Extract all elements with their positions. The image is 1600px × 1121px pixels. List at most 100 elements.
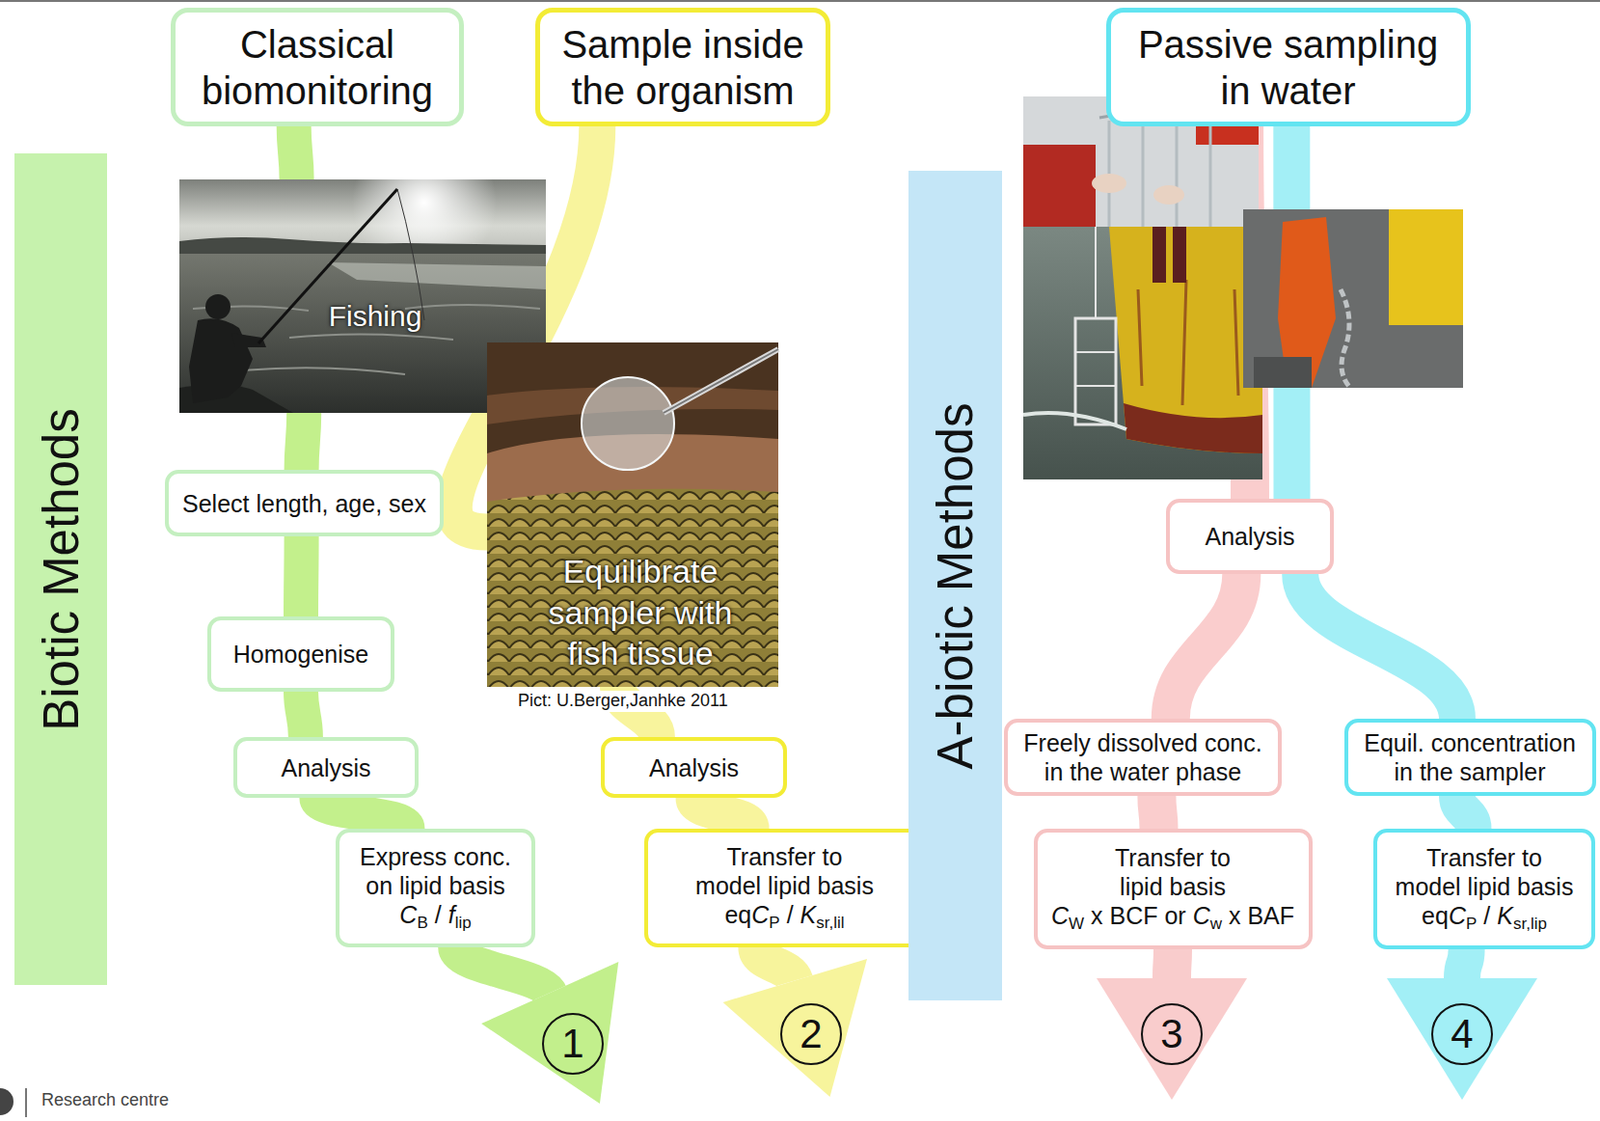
formula-part: w [1210,914,1222,933]
ribbon-shaft [694,797,752,829]
formula-part: / [434,900,442,928]
text-stack: Transfer to model lipid basiseqCP/Ksr,li… [693,841,877,933]
box-label: Analysis [649,753,739,783]
arrow-head [1096,977,1248,1100]
box-label: Transfer to model lipid basis [1392,842,1576,901]
method-header: Sample inside the organism [535,7,831,127]
fish-tissue-photo [487,488,779,687]
formula-line: eqCP /Ksr,lip [1421,900,1547,934]
fish-tissue-photo [487,342,779,687]
formula-part: sr,lil [815,913,844,932]
flow-ribbon [1156,795,1159,829]
step-box: Analysis [600,736,787,798]
callout-number: 4 [1431,1003,1493,1065]
footer-mark [0,1087,28,1117]
sampler-deployment-photo [1138,279,1239,406]
text-stack: Freely dissolved conc. in the water phas… [1021,728,1265,787]
footer-text: Research centre [38,1089,172,1112]
ribbon-shaft [455,947,550,993]
formula-part: lip [455,913,472,932]
callout-number: 2 [799,1009,822,1058]
formula-part: W [1068,914,1085,933]
ribbon-shaft [300,691,306,737]
sampler-deployment-photo [1152,226,1167,283]
category-band: A-biotic Methods [908,170,1003,1001]
text-stack: Classical biomonitoring [189,21,446,114]
band-label: A-biotic Methods [930,402,980,769]
text-stack: Analysis [1204,521,1295,551]
step-box: Select length, age, sex [164,469,444,537]
box-label: Homogenise [233,639,369,669]
sampler-deployment-photo [1075,318,1116,425]
text-stack: 4 [1450,1009,1473,1058]
ribbon-shaft [283,536,320,617]
step-box: Freely dissolved conc. in the water phas… [1003,718,1282,796]
formula-line: eqCP/Ksr,lil [724,899,844,933]
formula-part: P [1465,914,1477,933]
photo-panel: Equilibrate sampler with fish tissue [487,342,779,687]
step-box: Equil. concentration in the sampler [1344,718,1597,796]
formula-part: eq [1421,901,1449,929]
text-stack: Homogenise [233,639,369,669]
footer-mark [0,1087,14,1115]
box-label: Analysis [1204,521,1295,551]
band-label: Biotic Methods [36,407,86,732]
text-stack: Transfer to model lipid basiseqCP /Ksr,li… [1392,842,1576,934]
flow-ribbon [316,797,407,829]
box-label: Classical biomonitoring [189,21,446,114]
ribbon-shaft [1462,949,1467,978]
text-stack: Transfer to lipid basisCWx BCF orCwx BAF [1051,842,1295,934]
sampler-deployment-photo [1091,173,1127,193]
formula-part: B [416,913,428,932]
formula-line: CB/flip [399,899,471,933]
result-box: Transfer to model lipid basiseqCP /Ksr,li… [1373,828,1596,950]
text-stack: 3 [1160,1009,1183,1058]
result-box: Transfer to model lipid basiseqCP/Ksr,li… [644,828,925,948]
fish-tissue-photo [663,349,779,413]
ribbon-shaft [1171,949,1173,978]
flow-ribbon [455,947,619,1104]
sampler-deployment-photo [1023,226,1263,480]
result-box: Express conc. on lipid basisCB/flip [335,828,536,948]
sampler-deployment-photo [1109,113,1211,227]
text-stack: Select length, age, sex [182,488,427,518]
ribbon-shaft [294,126,298,180]
box-label: Passive sampling in water [1124,21,1453,114]
formula-part: K [1496,901,1514,929]
box-label: Freely dissolved conc. in the water phas… [1021,728,1265,787]
ribbon-shaft [301,412,305,470]
formula-part: C [1051,901,1069,929]
formula-part: C [1448,901,1466,929]
text-stack: Analysis [280,753,371,783]
formula-part: x BCF or [1090,901,1187,929]
callout-number: 3 [1140,1003,1203,1065]
flow-ribbon [1170,573,1243,719]
sampler-deployment-photo [1153,185,1185,205]
formula-part: sr,lip [1513,914,1547,933]
flow-ribbon [300,536,303,617]
footer-mark [25,1087,28,1117]
flow-ribbon [1300,573,1458,719]
sampler-deployment-photo [1109,226,1263,454]
fish-tissue-photo [581,377,675,470]
photo-caption: Equilibrate sampler with fish tissue [524,550,757,675]
flow-ribbon [301,412,305,470]
callout-number: 1 [561,1019,584,1068]
method-header: Passive sampling in water [1106,7,1471,127]
top-rule [0,0,1600,2]
formula-part: / [1483,901,1491,929]
ribbon-shaft [1170,573,1243,719]
photo-credit: Pict: U.Berger,Janhke 2011 [515,690,732,712]
formula-part: C [751,900,769,928]
sampler-deployment-photo [1388,209,1464,326]
step-box: Homogenise [207,616,395,692]
step-box: Analysis [1166,498,1334,574]
fishing-photo [327,262,546,290]
ribbon-shaft [756,947,795,980]
sampler-deployment-photo [1094,226,1097,319]
sampler-deployment-photo [1123,403,1263,454]
box-label: Transfer to model lipid basis [693,841,877,900]
category-band: Biotic Methods [14,153,108,985]
